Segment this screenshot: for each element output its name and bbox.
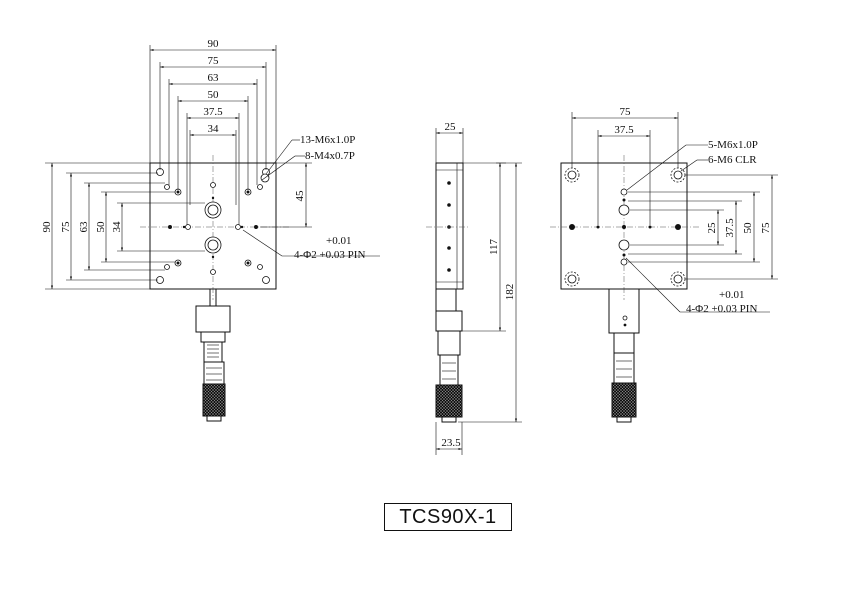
- bottom-view: 75 37.5 25 37.5 50 75 5-M6x1.0P 6-M6 CLR…: [550, 106, 778, 423]
- bottom-vdim-37-5: 37.5: [724, 218, 736, 238]
- side-dim-25: 25: [445, 121, 457, 133]
- bottom-dim-75: 75: [620, 106, 632, 118]
- side-dim-23-5: 23.5: [441, 437, 461, 449]
- top-vdim-90: 90: [41, 221, 53, 233]
- top-micrometer: [195, 288, 231, 422]
- top-width-dimensions: 90 75 63 50 37.5 34: [149, 38, 277, 225]
- bottom-micrometer: [608, 288, 640, 423]
- top-dim-75: 75: [208, 55, 220, 67]
- top-dim-63: 63: [208, 72, 220, 84]
- top-vdim-63: 63: [78, 221, 90, 233]
- top-dim-45-group: 45: [260, 162, 312, 228]
- top-vdim-34: 34: [111, 221, 123, 233]
- top-view: 90 75 63 50 37.5 34: [41, 38, 380, 422]
- bottom-vdim-25: 25: [706, 222, 718, 234]
- top-dim-45: 45: [294, 190, 306, 202]
- side-view: 25 117 182 23.5: [426, 121, 522, 455]
- top-pin-tolerance: +0.01: [326, 235, 351, 247]
- top-vdim-75: 75: [60, 221, 72, 233]
- bottom-dim-37-5: 37.5: [614, 124, 634, 136]
- bottom-vdim-75: 75: [760, 222, 772, 234]
- bottom-pin-spec: 4-Φ2 +0.03 PIN: [686, 303, 757, 315]
- bottom-note-clr: 6-M6 CLR: [708, 154, 757, 166]
- side-dim-182: 182: [504, 284, 516, 301]
- bottom-note-m6: 5-M6x1.0P: [708, 139, 758, 151]
- top-notes: 13-M6x1.0P 8-M4x0.7P +0.01 4-Φ2 +0.03 PI…: [242, 134, 380, 261]
- side-dim-117: 117: [488, 238, 500, 255]
- model-title-box: TCS90X-1: [384, 503, 512, 531]
- top-note-m6: 13-M6x1.0P: [300, 134, 355, 146]
- top-dim-90: 90: [208, 38, 220, 50]
- top-plate-holes: [156, 168, 270, 284]
- top-dim-50: 50: [208, 89, 220, 101]
- top-vdim-50: 50: [95, 221, 107, 233]
- bottom-pin-tolerance: +0.01: [719, 289, 744, 301]
- bottom-plate-holes: [564, 167, 686, 287]
- top-dim-34: 34: [208, 123, 220, 135]
- top-pin-spec: 4-Φ2 +0.03 PIN: [294, 249, 365, 261]
- top-note-m4: 8-M4x0.7P: [305, 150, 355, 162]
- top-height-dimensions: 90 75 63 50 34: [41, 162, 205, 290]
- bottom-vdim-50: 50: [742, 222, 754, 234]
- top-dim-37-5: 37.5: [203, 106, 223, 118]
